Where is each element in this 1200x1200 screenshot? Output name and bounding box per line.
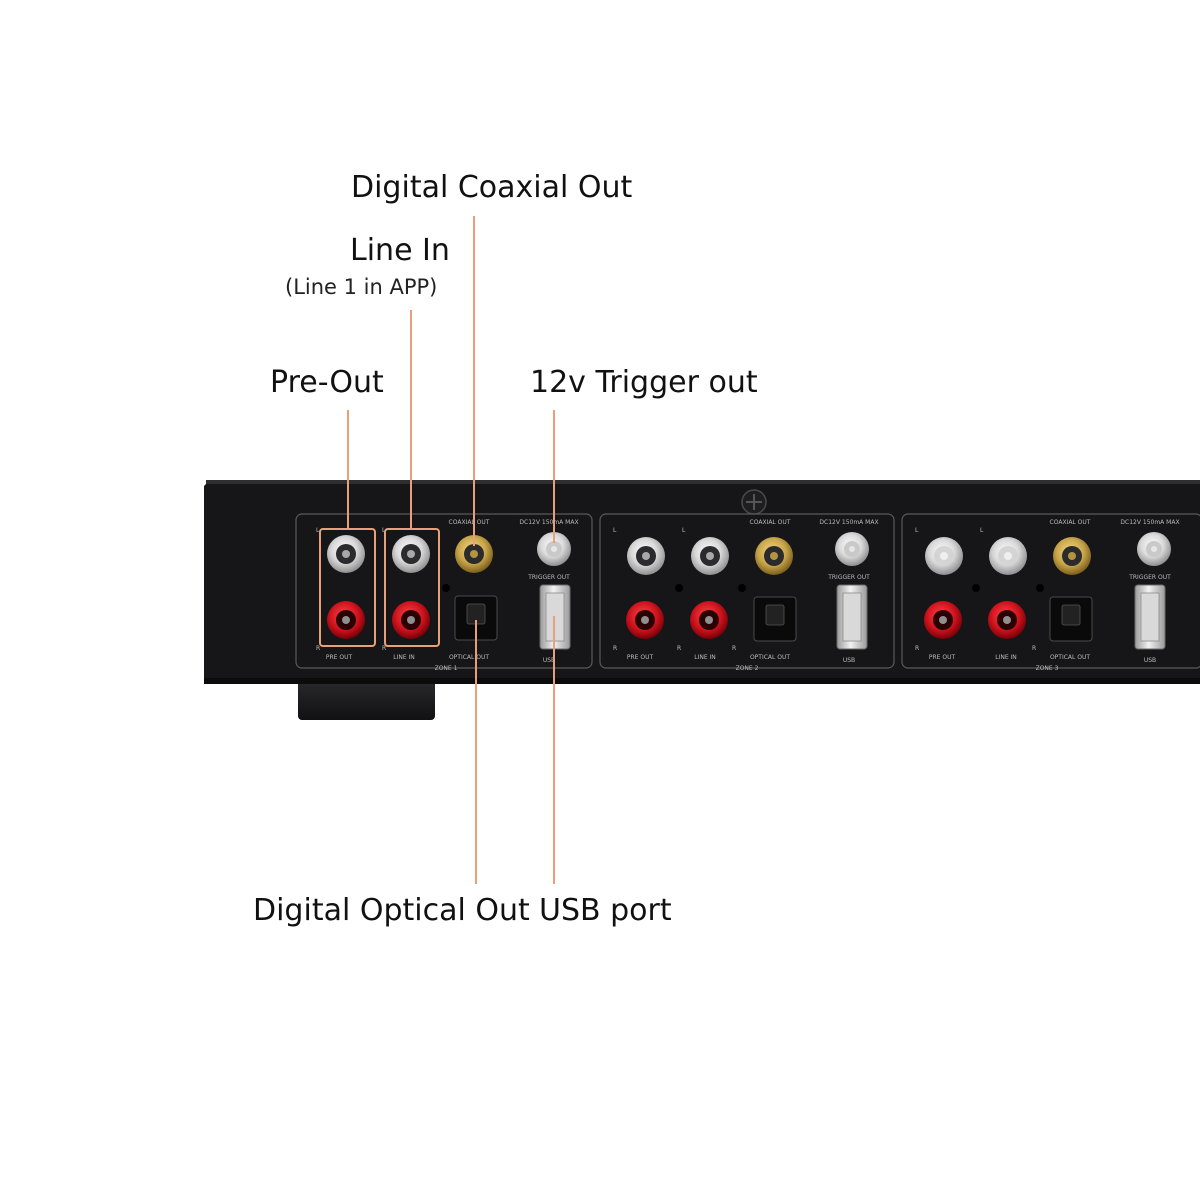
callout-pre-out: Pre-Out [270,365,384,400]
callout-line-in-note: (Line 1 in APP) [285,275,438,299]
pre-out-left-jack[interactable] [627,537,665,575]
panel-hole [972,584,980,592]
panel-label-dc12v: DC12V 150mA MAX [1120,519,1179,526]
panel-label-usb: USB [843,657,855,664]
panel-label-r: R [732,645,736,652]
panel-label-optical-out: OPTICAL OUT [750,654,790,661]
callout-digital-coaxial-out: Digital Coaxial Out [351,170,633,205]
line-in-highlight-box [384,528,440,647]
callout-usb-port: USB port [539,893,672,928]
zone-label: ZONE 1 [435,665,458,672]
leader-line-digital-optical-out [475,620,477,884]
panel-label-dc12v: DC12V 150mA MAX [819,519,878,526]
panel-hole [1036,584,1044,592]
line-in-left-jack[interactable] [392,535,430,573]
zone-panel-outline [295,513,593,669]
panel-label-trigger-out: TRIGGER OUT [1128,574,1171,581]
zone-panel-outline [599,513,895,669]
zone-panel-outline [901,513,1200,669]
panel-label-optical-out: OPTICAL OUT [449,654,489,661]
zone-label: ZONE 2 [736,665,759,672]
chassis-bottom-edge [204,678,1200,684]
panel-label-pre-out: PRE OUT [326,654,353,661]
device-foot [298,680,435,720]
pre-out-left-jack[interactable] [925,537,963,575]
coaxial-out-jack[interactable] [455,535,493,573]
trigger-out-jack[interactable] [537,532,571,566]
leader-line-usb-port [553,616,555,884]
line-in-left-jack[interactable] [989,537,1027,575]
coaxial-out-jack[interactable] [1053,537,1091,575]
callout-12v-trigger-out: 12v Trigger out [530,365,758,400]
panel-label-r: R [382,645,386,652]
leader-line-digital-coaxial-out [473,216,475,546]
panel-label-l: L [980,527,984,534]
panel-label-pre-out: PRE OUT [627,654,654,661]
pre-out-right-jack[interactable] [327,601,365,639]
leader-line-12v-trigger-out [553,410,555,543]
panel-label-line-in: LINE IN [995,654,1017,661]
panel-hole [442,584,450,592]
leader-line-line-in [410,310,412,529]
panel-label-line-in: LINE IN [393,654,415,661]
optical-out-port[interactable] [753,596,797,642]
panel-label-trigger-out: TRIGGER OUT [827,574,870,581]
pre-out-left-jack[interactable] [327,535,365,573]
panel-label-l: L [316,527,320,534]
pre-out-right-jack[interactable] [626,601,664,639]
line-in-left-jack[interactable] [691,537,729,575]
panel-label-r: R [613,645,617,652]
panel-label-dc12v: DC12V 150mA MAX [519,519,578,526]
panel-label-coaxial-out: COAXIAL OUT [449,519,490,526]
panel-hole [738,584,746,592]
mounting-screw-icon [741,489,767,515]
zone-label: ZONE 3 [1036,665,1059,672]
line-in-right-jack[interactable] [392,601,430,639]
panel-hole [675,584,683,592]
usb-port[interactable] [539,584,571,650]
panel-label-line-in: LINE IN [694,654,716,661]
panel-label-l: L [682,527,686,534]
coaxial-out-jack[interactable] [755,537,793,575]
callout-digital-optical-out: Digital Optical Out [253,893,530,928]
usb-port[interactable] [1134,584,1166,650]
optical-out-port[interactable] [1049,596,1093,642]
pre-out-highlight-box [319,528,376,647]
usb-port[interactable] [836,584,868,650]
panel-label-r: R [1032,645,1036,652]
panel-label-l: L [382,527,386,534]
leader-line-pre-out [347,410,349,529]
zone-3-panel: L L COAXIAL OUT DC12V 150mA MAX TRIGGER … [901,513,1200,672]
chassis-top-edge [206,480,1200,484]
panel-label-coaxial-out: COAXIAL OUT [750,519,791,526]
panel-label-l: L [915,527,919,534]
zone-1-panel: L L COAXIAL OUT DC12V 150mA MAX TRIGGER … [295,513,593,672]
line-in-right-jack[interactable] [690,601,728,639]
panel-label-l: L [613,527,617,534]
optical-out-port[interactable] [454,595,498,641]
panel-label-r: R [316,645,320,652]
panel-label-r: R [915,645,919,652]
panel-label-usb: USB [1144,657,1156,664]
callout-line-in: Line In [350,233,450,268]
line-in-right-jack[interactable] [988,601,1026,639]
panel-label-r: R [677,645,681,652]
panel-label-pre-out: PRE OUT [929,654,956,661]
trigger-out-jack[interactable] [835,532,869,566]
panel-label-coaxial-out: COAXIAL OUT [1050,519,1091,526]
zone-2-panel: L L COAXIAL OUT DC12V 150mA MAX TRIGGER … [599,513,895,672]
pre-out-right-jack[interactable] [924,601,962,639]
trigger-out-jack[interactable] [1137,532,1171,566]
panel-label-usb: USB [543,657,555,664]
panel-label-optical-out: OPTICAL OUT [1050,654,1090,661]
panel-label-trigger-out: TRIGGER OUT [527,574,570,581]
